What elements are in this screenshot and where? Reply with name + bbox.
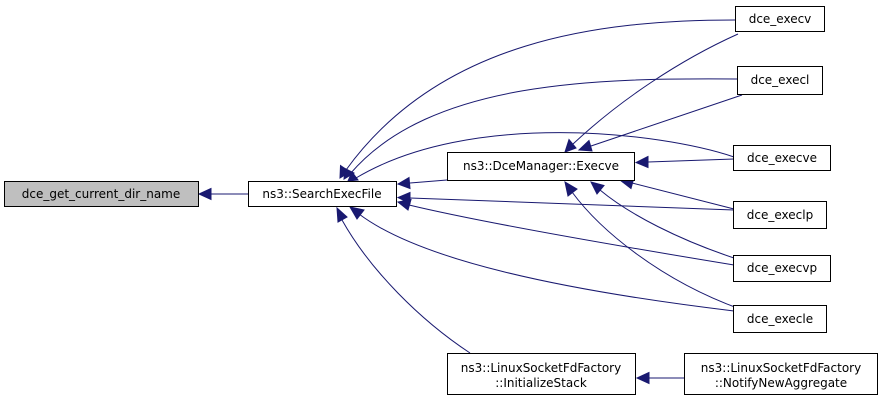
edge-execl-to-mgr	[577, 94, 743, 152]
node-label: dce_execvp	[747, 261, 817, 275]
node-label: dce_execle	[747, 312, 813, 326]
node-label-line1: ns3::LinuxSocketFdFactory	[461, 361, 621, 375]
node-notify-new-aggregate[interactable]: ns3::LinuxSocketFdFactory ::NotifyNewAgg…	[684, 353, 878, 395]
node-dce-execve[interactable]: dce_execve	[733, 145, 831, 171]
node-dce-execle[interactable]: dce_execle	[733, 305, 827, 333]
edge-execle-to-mgr	[564, 180, 741, 310]
node-label: dce_execlp	[747, 208, 813, 222]
node-label: dce_execv	[749, 12, 812, 26]
edge-execl-to-search	[343, 78, 738, 180]
edge-notify-to-initstack	[635, 371, 684, 385]
node-dce-execl[interactable]: dce_execl	[737, 66, 823, 95]
node-label: dce_execve	[747, 151, 817, 165]
edge-execvp-to-search	[396, 198, 735, 266]
edge-execve-to-mgr-direct	[634, 155, 735, 169]
node-label: ns3::SearchExecFile	[262, 187, 381, 201]
edge-execlp-to-mgr	[618, 176, 735, 210]
edge-search-to-current-dir	[197, 187, 248, 201]
node-dce-execv[interactable]: dce_execv	[735, 6, 825, 32]
node-label-line1: ns3::LinuxSocketFdFactory	[701, 361, 861, 375]
node-initialize-stack[interactable]: ns3::LinuxSocketFdFactory ::InitializeSt…	[447, 353, 636, 395]
node-dce-manager-execve[interactable]: ns3::DceManager::Execve	[447, 152, 635, 181]
edge-execle-to-search	[348, 206, 735, 312]
edge-execve-to-search	[347, 132, 735, 182]
node-label-line2: ::InitializeStack	[495, 376, 587, 390]
node-dce-get-current-dir-name[interactable]: dce_get_current_dir_name	[4, 181, 199, 207]
edge-execve-mgr-to-search	[396, 176, 448, 190]
node-dce-execvp[interactable]: dce_execvp	[733, 255, 831, 282]
edge-execvp-to-mgr	[590, 181, 735, 259]
node-search-exec-file[interactable]: ns3::SearchExecFile	[248, 181, 397, 207]
node-dce-execlp[interactable]: dce_execlp	[733, 201, 827, 229]
node-label-line2: ::NotifyNewAggregate	[715, 376, 847, 390]
edge-execv-to-mgr	[564, 33, 739, 153]
node-label: dce_execl	[751, 73, 810, 87]
node-label: dce_get_current_dir_name	[22, 187, 181, 201]
edge-initstack-to-search	[336, 206, 471, 354]
edge-execlp-to-search	[396, 191, 735, 211]
node-label: ns3::DceManager::Execve	[463, 159, 619, 173]
